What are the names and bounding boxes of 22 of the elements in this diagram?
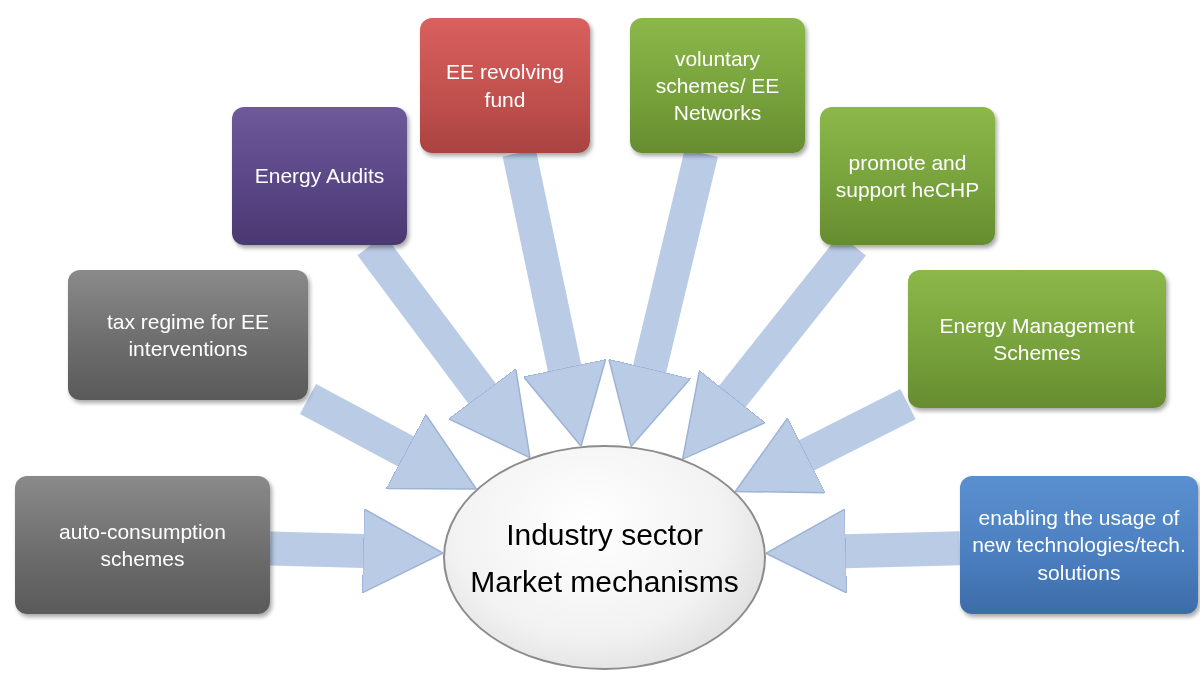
center-label: Market mechanisms bbox=[470, 563, 739, 600]
mechanism-box bbox=[960, 476, 1198, 614]
block-arrow bbox=[734, 389, 916, 494]
mechanism-box bbox=[232, 107, 407, 245]
block-arrow bbox=[765, 508, 961, 594]
block-arrow bbox=[300, 384, 478, 490]
box-label: tax regime for EE interventions bbox=[105, 308, 271, 362]
mechanism-box bbox=[908, 270, 1166, 408]
mechanism-box bbox=[15, 476, 270, 614]
mechanism-box bbox=[630, 18, 805, 153]
box-label: Energy Management Schemes bbox=[938, 312, 1136, 366]
mechanism-box bbox=[68, 270, 308, 400]
box-label: auto-consumption schemes bbox=[58, 518, 227, 572]
box-label: promote and support heCHP bbox=[834, 149, 981, 203]
block-arrow bbox=[269, 508, 444, 594]
mechanism-box bbox=[420, 18, 590, 153]
box-label: voluntary schemes/ EE Networks bbox=[654, 45, 781, 127]
box-label: enabling the usage of new technologies/tech. solutions bbox=[971, 505, 1187, 586]
mechanism-box bbox=[820, 107, 995, 245]
box-label: EE revolving fund bbox=[445, 59, 565, 113]
center-label: Industry sector bbox=[506, 516, 703, 553]
box-label: Energy Audits bbox=[254, 163, 385, 190]
